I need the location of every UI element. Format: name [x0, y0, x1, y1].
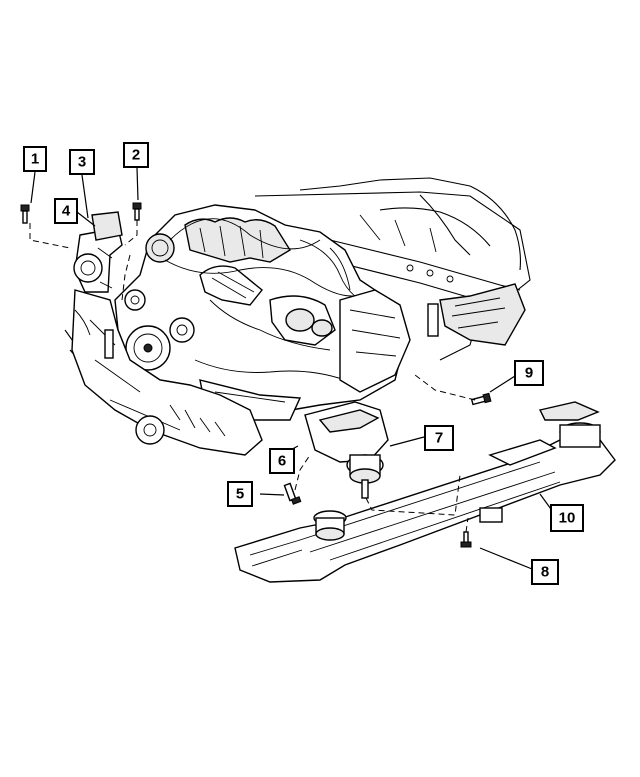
front-lower-body — [71, 289, 263, 456]
callout-5-label: 5 — [236, 486, 244, 503]
callout-10: 10 — [550, 504, 584, 532]
bolt-5 — [283, 482, 302, 505]
callout-7: 7 — [424, 425, 454, 451]
left-mount-bracket — [73, 211, 123, 293]
callout-6: 6 — [269, 448, 295, 474]
bolt-9 — [470, 392, 492, 406]
callout-3-label: 3 — [78, 154, 86, 171]
transmission-mount — [304, 401, 389, 499]
bolt-2 — [132, 202, 142, 221]
callout-4: 4 — [54, 198, 78, 224]
callout-10-label: 10 — [559, 510, 576, 527]
callout-6-label: 6 — [278, 453, 286, 470]
callout-1: 1 — [23, 146, 47, 172]
callout-8: 8 — [531, 559, 559, 585]
callout-9: 9 — [514, 360, 544, 386]
bolt-1 — [20, 204, 30, 224]
callout-2-label: 2 — [132, 147, 140, 164]
bolt-8 — [460, 531, 472, 548]
engine-assembly — [114, 204, 411, 421]
callout-4-label: 4 — [62, 203, 71, 220]
callout-8-label: 8 — [541, 564, 549, 581]
callout-1-label: 1 — [31, 151, 39, 168]
front-crossmember — [234, 401, 616, 583]
callout-2: 2 — [123, 142, 149, 168]
callout-7-label: 7 — [435, 430, 443, 447]
installation-lines — [29, 220, 476, 533]
callout-9-label: 9 — [525, 365, 533, 382]
callout-3: 3 — [69, 149, 95, 175]
callout-5: 5 — [227, 481, 253, 507]
